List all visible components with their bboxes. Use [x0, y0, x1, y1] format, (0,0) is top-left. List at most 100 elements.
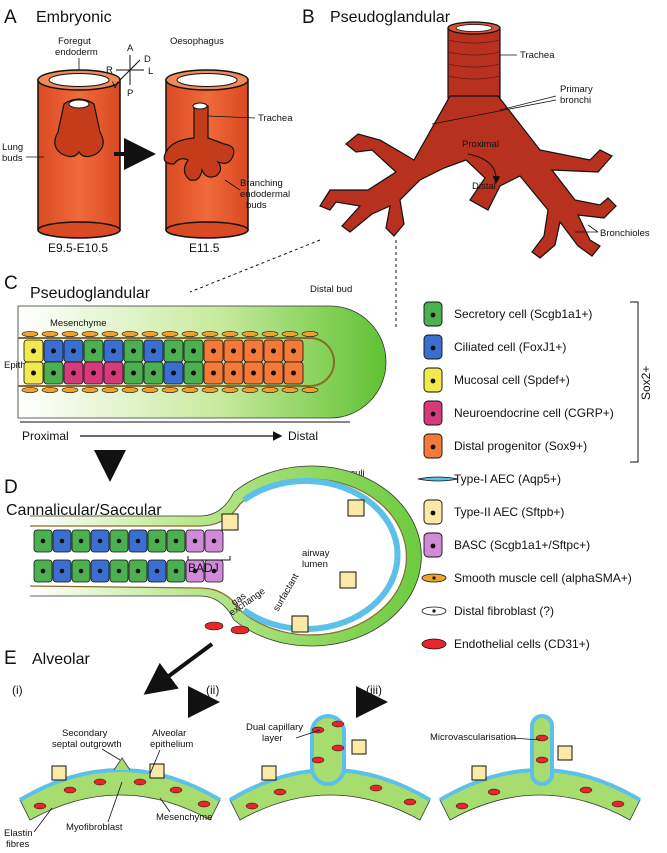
legend-label: Ciliated cell (FoxJ1+) [454, 340, 566, 354]
axis-cross: A P D V R L [106, 43, 153, 99]
red-blood-cell [311, 756, 325, 764]
legend-label: Type-I AEC (Aqp5+) [454, 472, 561, 486]
red-blood-cell [455, 802, 469, 810]
red-blood-cell [331, 744, 345, 752]
proximal-label-c: Proximal [22, 429, 69, 443]
alveolar-epi-label-2: epithelium [150, 739, 193, 750]
secondary-label-1: Secondary [62, 728, 108, 739]
branching-label-2: endodermal [240, 189, 290, 200]
legend-item: Distal progenitor (Sox9+) [423, 433, 587, 459]
sub-label-i: (i) [12, 683, 23, 697]
legend-item: BASC (Scgb1a1+/Sftpc+) [423, 532, 590, 558]
proximal-label-b: Proximal [462, 139, 499, 150]
red-blood-cell [33, 802, 47, 810]
red-blood-cell [611, 800, 625, 808]
red-blood-cell [273, 788, 287, 796]
red-blood-cell [169, 786, 183, 794]
legend-label: Mucosal cell (Spdef+) [454, 373, 570, 387]
legend-label: Secretory cell (Scgb1a1+) [454, 307, 592, 321]
panel-a-letter: A [4, 7, 17, 28]
legend-label: BASC (Scgb1a1+/Sftpc+) [454, 538, 590, 552]
svg-text:D: D [144, 54, 151, 65]
bronchial-tree [319, 95, 617, 259]
sub-label-iii: (iii) [366, 683, 382, 697]
legend-label: Distal progenitor (Sox9+) [454, 439, 587, 453]
d-lower-cell-row [33, 559, 224, 583]
red-blood-cell [487, 788, 501, 796]
primary-label-1: Primary [560, 84, 593, 95]
legend-item: Neuroendocrine cell (CGRP+) [423, 400, 614, 426]
lower-cell-row [23, 361, 304, 385]
legend-item: Type-II AEC (Sftpb+) [423, 499, 564, 525]
distal-bud-label: Distal bud [310, 284, 352, 295]
panel-e-title: Alveolar [32, 651, 90, 668]
micro-label: Microvascularisation [430, 732, 516, 743]
red-blood-cell [63, 786, 77, 794]
branching-buds-shape [163, 105, 235, 181]
branching-label-1: Branching [240, 178, 283, 189]
red-blood-cell [93, 778, 107, 786]
legend-item: Secretory cell (Scgb1a1+) [423, 301, 592, 327]
svg-text:R: R [106, 65, 113, 76]
sub-label-ii: (ii) [206, 683, 219, 697]
svg-text:L: L [148, 66, 153, 77]
sox2-label: Sox2+ [639, 366, 653, 400]
panel-c: C Pseudoglandular Distal bud Mesenchyme … [4, 273, 387, 443]
elastin-label-1: Elastin [4, 828, 33, 839]
airway-label-1: airway [302, 548, 330, 559]
mesenchyme-label-e: Mesenchyme [156, 812, 213, 823]
stage-e9: E9.5-E10.5 [48, 241, 108, 255]
panel-d: D Cannalicular/Saccular Sacculi BADJ air… [4, 465, 422, 647]
endothelial-icon [421, 638, 447, 650]
lung-bud-shape [54, 98, 104, 158]
dual-label-2: layer [262, 733, 283, 744]
red-blood-cell [369, 784, 383, 792]
legend-label: Smooth muscle cell (alphaSMA+) [454, 571, 632, 585]
legend-label: Distal fibroblast (?) [454, 604, 554, 618]
panel-e-letter: E [4, 648, 17, 669]
septum-iii [530, 714, 554, 786]
panel-a-title: Embryonic [36, 9, 112, 26]
red-blood-cell [535, 734, 549, 742]
red-blood-cell [331, 720, 345, 728]
panel-d-letter: D [4, 477, 18, 498]
elastin-label-2: fibres [6, 839, 29, 850]
stage-e11: E11.5 [189, 241, 220, 255]
trachea-label-a: Trachea [258, 113, 293, 124]
red-blood-cell [133, 778, 147, 786]
panel-b-letter: B [302, 7, 315, 28]
legend: Secretory cell (Scgb1a1+) Ciliated cell (… [417, 301, 632, 651]
red-blood-cell [403, 798, 417, 806]
upper-cell-row [23, 339, 304, 363]
alveolar-epi-label-1: Alveolar [152, 728, 186, 739]
distal-label-c: Distal [288, 429, 318, 443]
foregut-label-2: endoderm [55, 47, 98, 58]
red-blood-cell [579, 786, 593, 794]
red-blood-cell [535, 756, 549, 764]
airway-label-2: lumen [302, 559, 328, 570]
foregut-label-1: Foregut [58, 36, 91, 47]
svg-text:V: V [112, 80, 119, 91]
mesenchyme-label-c: Mesenchyme [50, 318, 107, 329]
legend-item: Smooth muscle cell (alphaSMA+) [421, 571, 632, 585]
legend-label: Neuroendocrine cell (CGRP+) [454, 406, 614, 420]
red-blood-cell [197, 800, 211, 808]
svg-text:P: P [127, 88, 133, 99]
panel-b: B Pseudoglandular Trachea Primary bronch… [302, 7, 650, 259]
d-upper-cell-row [33, 529, 224, 553]
legend-item: Ciliated cell (FoxJ1+) [423, 334, 566, 360]
distal-label-b: Distal [472, 181, 496, 192]
panel-e: E Alveolar (i) (ii) (iii) Secondary sept… [4, 648, 642, 850]
sox2-bracket [630, 301, 639, 463]
panel-c-letter: C [4, 273, 18, 294]
secondary-label-2: septal outgrowth [52, 739, 122, 750]
legend-item: Mucosal cell (Spdef+) [423, 367, 570, 393]
trachea-label-b: Trachea [520, 50, 555, 61]
panel-c-title: Pseudoglandular [30, 285, 151, 302]
panel-b-title: Pseudoglandular [330, 9, 451, 26]
legend-item: Distal fibroblast (?) [421, 604, 554, 618]
svg-text:A: A [127, 43, 134, 54]
legend-label: Type-II AEC (Sftpb+) [454, 505, 564, 519]
